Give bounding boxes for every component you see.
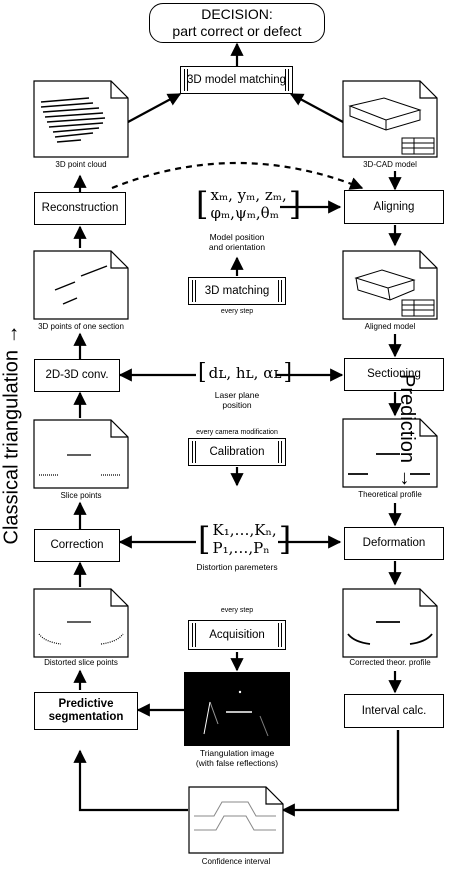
calibration-box: Calibration [188,438,286,466]
interval-calc-label: Interval calc. [361,704,427,717]
acquisition-box: Acquisition [188,620,286,650]
predictive-box: Predictive segmentation [34,692,138,730]
sectioning-label: Sectioning [367,368,421,380]
theo-profile-doc [342,418,438,488]
distorted-points-caption: Distorted slice points [44,658,118,667]
sectioning-box: Sectioning [344,358,444,391]
classical-triangulation-label: Classical triangulation → [0,324,23,545]
arrow-cad-to-matching [289,93,344,123]
interval-calc-box: Interval calc. [344,694,444,728]
conv-box: 2D-3D conv. [34,359,120,392]
laser-params-text: dʟ, hʟ, αʟ [208,364,282,382]
decision-line2: part correct or defect [172,23,302,39]
distortion-params: [ K₁,…,Kₙ, P₁,…,Pₙ ] [198,521,291,557]
right-bracket: ] [283,360,293,385]
every-step-caption-2: every step [220,607,254,614]
reconstruction-box: Reconstruction [34,192,126,225]
prediction-label: Prediction → [396,374,418,489]
model-matching-label: 3D model matching [186,74,287,86]
triangulation-caption-line1: Triangulation image [199,748,275,758]
triangulation-caption: Triangulation image (with false reflecti… [172,748,302,768]
triangulation-caption-line2: (with false reflections) [195,758,279,768]
matching-3d-box: 3D matching [188,277,286,305]
laser-caption-line1: Laser plane [214,390,260,400]
correction-label: Correction [50,539,104,551]
arrow-cloud-to-matching [127,93,182,123]
laser-caption: Laser plane position [187,390,287,410]
model-position-line1: Model position [209,232,265,242]
decision-box: DECISION: part correct or defect [149,3,325,43]
left-bracket: [ [198,520,211,558]
confidence-interval-doc [188,786,284,854]
slice-points-doc [33,419,129,489]
conv-label: 2D-3D conv. [45,369,109,381]
model-params-line1: xₘ, yₘ, zₘ, [210,186,287,204]
matching-3d-label: 3D matching [204,285,270,297]
section-points-doc [33,250,129,320]
distortion-params-line1: K₁,…,Kₙ, [212,521,277,539]
right-bracket: ] [288,185,302,223]
theo-profile-caption: Theoretical profile [358,490,422,499]
confidence-caption: Confidence interval [201,857,271,866]
model-matching-box: 3D model matching [180,66,293,94]
cad-model-doc [342,80,438,158]
slice-points-caption: Slice points [60,491,102,500]
point-cloud-doc [33,80,129,158]
laser-params: [ dʟ, hʟ, αʟ ] [198,362,292,384]
deformation-box: Deformation [344,527,444,560]
aligning-box: Aligning [344,190,444,224]
correction-box: Correction [34,529,120,562]
aligned-model-caption: Aligned model [364,322,416,331]
predictive-line1: Predictive [58,698,114,710]
model-position-line2: and orientation [208,242,266,252]
triangulation-image [184,672,290,746]
deformation-label: Deformation [362,537,426,549]
distortion-caption: Distortion paremeters [196,562,278,572]
model-params-line2: φₘ,ψₘ,θₘ [210,204,279,222]
calibration-label: Calibration [209,446,265,458]
laser-caption-line2: position [222,400,252,410]
predictive-line2: segmentation [48,711,124,723]
left-bracket: [ [198,360,207,385]
aligned-model-doc [342,250,438,320]
acquisition-label: Acquisition [209,629,265,641]
distorted-points-doc [33,588,129,658]
model-params: [ xₘ, yₘ, zₘ, φₘ,ψₘ,θₘ ] [196,186,301,222]
section-points-caption: 3D points of one section [38,322,124,331]
distortion-params-line2: P₁,…,Pₙ [212,539,270,557]
arrow-confidence-to-predictive [73,749,188,812]
corrected-profile-caption: Corrected theor. profile [349,658,431,667]
arrow-interval-to-confidence-path [281,730,400,817]
left-bracket: [ [196,185,209,223]
cad-model-caption: 3D-CAD model [363,160,417,169]
aligning-label: Aligning [373,200,415,213]
point-cloud-caption: 3D point cloud [55,160,107,169]
reconstruction-label: Reconstruction [41,202,119,214]
model-position-caption: Model position and orientation [187,232,287,252]
arrow-recon-to-aligning-dashed [111,161,364,190]
every-cam-mod-caption: every camera modification [196,429,278,436]
corrected-profile-doc [342,588,438,658]
right-bracket: ] [278,520,292,558]
decision-line1: DECISION: [201,6,273,22]
every-step-caption-1: every step [220,308,254,315]
